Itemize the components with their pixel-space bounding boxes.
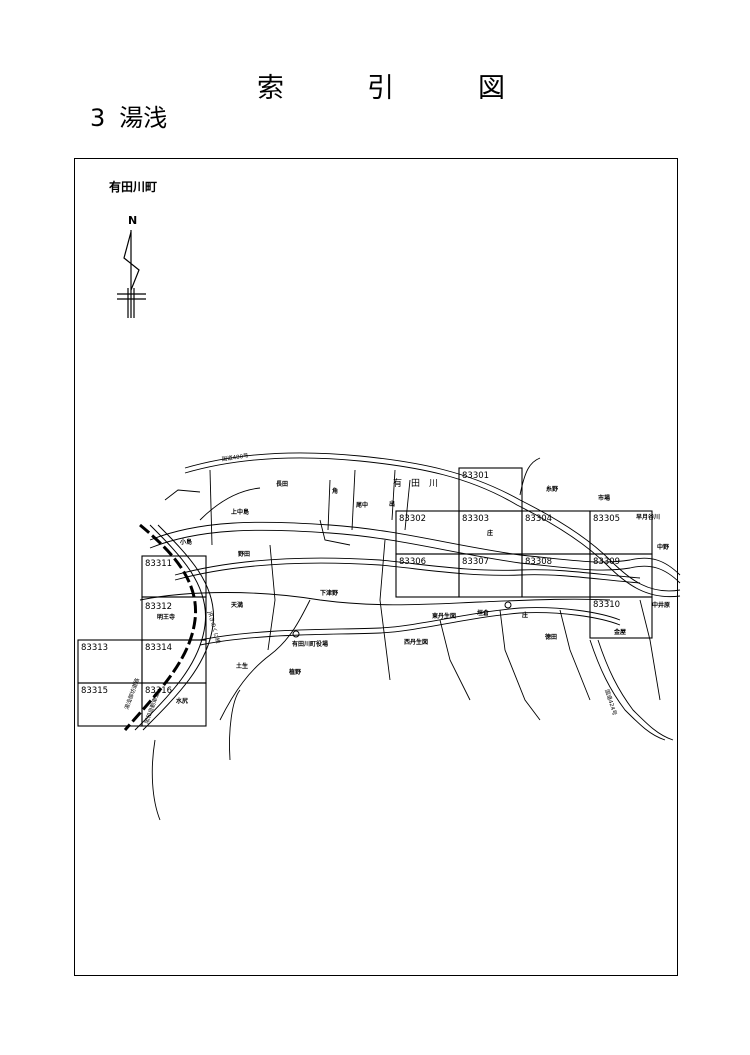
tile-label: 83305	[593, 514, 620, 524]
tile-label: 83311	[145, 559, 172, 569]
subtitle: 3 湯浅	[90, 98, 167, 133]
place-label: 有田川町役場	[292, 640, 328, 648]
railway-lines	[123, 523, 215, 731]
tile-label: 83312	[145, 602, 172, 612]
subtitle-number: 3	[90, 104, 106, 132]
rail-label: 湯浅御坊道路	[122, 676, 141, 710]
place-label: 中野	[657, 543, 669, 551]
place-label: 尾中	[355, 501, 368, 509]
tile-label: 83313	[81, 643, 108, 653]
landmark-marker	[504, 601, 512, 609]
place-label: 野田	[238, 550, 250, 558]
tile-labels: 83301 83302 83303 83304 83305 83306 8330…	[81, 471, 620, 696]
place-label: 金屋	[613, 628, 626, 636]
rail-label: JRきのくに線	[206, 609, 223, 644]
place-label: 出	[389, 500, 395, 508]
place-labels: 長田 角 尾中 出 有 田 川 糸野 市場 上中島 小島 早月谷川 庄 中野 野…	[157, 477, 670, 705]
place-label: 東丹生図	[432, 612, 456, 620]
town-label: 有田川町	[109, 180, 158, 194]
title-char-1: 索	[257, 73, 284, 104]
page-title: 索 引 図	[0, 66, 750, 104]
road-label: 国道480号	[221, 451, 249, 463]
road-label-2: 国道424号	[603, 688, 619, 717]
place-label: 明王寺	[157, 613, 175, 621]
place-label: 垣倉	[477, 609, 490, 617]
tile-label: 83306	[399, 557, 426, 567]
tile-label: 83302	[399, 514, 426, 524]
place-label: 庄	[522, 611, 528, 619]
title-char-3: 図	[478, 73, 505, 104]
place-label: 有 田 川	[393, 477, 438, 489]
tile-label: 83301	[462, 471, 489, 481]
tile-label: 83316	[145, 686, 172, 696]
place-label: 水尻	[176, 697, 188, 705]
map-frame	[74, 158, 678, 976]
tile-label: 83314	[145, 643, 172, 653]
place-label: 徳田	[544, 633, 557, 641]
place-label: 土生	[236, 662, 248, 670]
tile-label: 83308	[525, 557, 552, 567]
tile-grid	[77, 467, 653, 727]
tile-label: 83309	[593, 557, 620, 567]
tile-label: 83315	[81, 686, 108, 696]
place-label: 上中島	[231, 508, 249, 516]
north-arrow-icon: N	[117, 214, 146, 318]
subtitle-name: 湯浅	[119, 104, 168, 132]
place-label: 角	[332, 487, 338, 495]
place-label: 小島	[179, 538, 192, 546]
place-label: 長田	[276, 480, 288, 488]
title-char-2: 引	[367, 73, 394, 104]
place-label: 市場	[598, 494, 610, 502]
town-office-marker	[292, 630, 300, 638]
north-label: N	[128, 214, 137, 227]
tile-label: 83303	[462, 514, 489, 524]
place-label: 早月谷川	[636, 513, 660, 521]
place-label: 西丹生図	[404, 638, 428, 646]
tile-label: 83307	[462, 557, 489, 567]
place-label: 中井原	[652, 601, 670, 609]
place-label: 天満	[231, 601, 243, 609]
road-lines	[139, 452, 681, 821]
place-label: 糸野	[546, 485, 558, 493]
tile-label: 83310	[593, 600, 620, 610]
place-label: 植野	[288, 668, 301, 676]
tile-label: 83304	[525, 514, 552, 524]
place-label: 下津野	[320, 589, 338, 597]
place-label: 庄	[487, 529, 493, 537]
